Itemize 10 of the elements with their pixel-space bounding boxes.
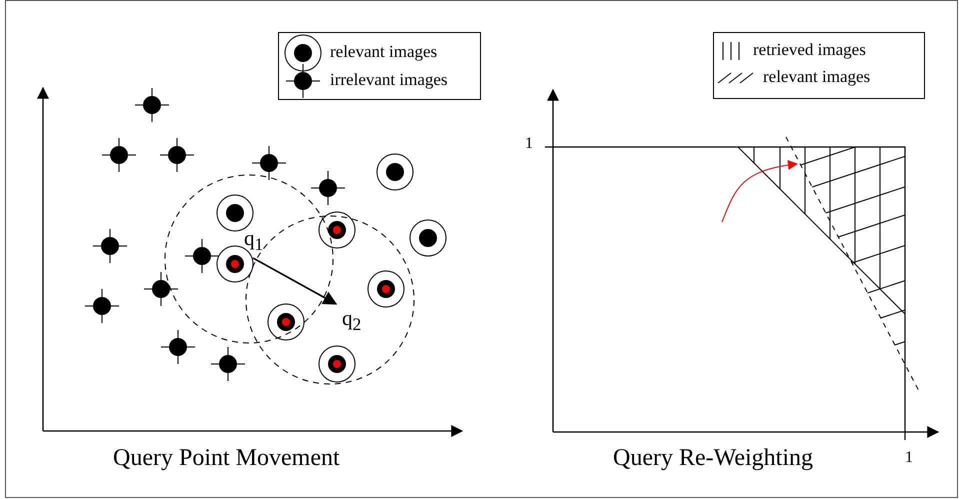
- legend-label: relevant images: [330, 43, 438, 60]
- point-label: q$_{2}$: [342, 306, 366, 338]
- axis-tick-label: 1: [525, 136, 533, 152]
- legend-label: relevant images: [763, 68, 870, 85]
- panel-title: Query Point Movement: [113, 446, 340, 470]
- point-label: q$_{1}$: [244, 226, 266, 256]
- axis-tick-label: 1: [905, 450, 913, 466]
- legend-label: retrieved images: [753, 41, 866, 58]
- panel-title: Query Re-Weighting: [613, 446, 814, 470]
- legend-label: irrelevant images: [330, 71, 448, 88]
